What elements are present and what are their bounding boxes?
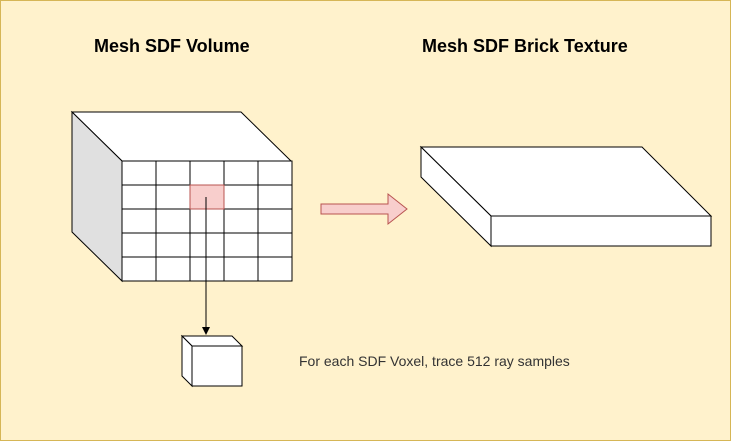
- voxel-cell: [223, 184, 259, 210]
- voxel-caption: For each SDF Voxel, trace 512 ray sample…: [299, 353, 570, 369]
- voxel-cell: [223, 208, 259, 234]
- voxel-cell: [189, 256, 225, 282]
- voxel-cell: [257, 208, 293, 234]
- sdf-volume-cube: [70, 110, 293, 283]
- voxel-cell: [155, 256, 191, 282]
- slab-front-face: [490, 215, 712, 247]
- voxel-cell: [189, 232, 225, 258]
- voxel-cell: [189, 208, 225, 234]
- highlighted-voxel-cell: [189, 184, 225, 210]
- voxel-cell: [223, 160, 259, 186]
- sdf-voxel-cube: [180, 334, 244, 388]
- voxel-cell: [121, 184, 157, 210]
- voxel-cell: [189, 160, 225, 186]
- voxel-cell: [121, 160, 157, 186]
- voxel-cell: [223, 256, 259, 282]
- brick-texture-title: Mesh SDF Brick Texture: [422, 36, 628, 56]
- voxel-cell: [257, 184, 293, 210]
- voxel-cell: [155, 160, 191, 186]
- transform-arrow: [320, 192, 408, 226]
- voxel-cell: [121, 256, 157, 282]
- voxel-cell: [121, 232, 157, 258]
- volume-grid: [121, 160, 293, 282]
- voxel-cell: [155, 184, 191, 210]
- voxel-cell: [155, 208, 191, 234]
- voxel-cell: [223, 232, 259, 258]
- voxel-cell: [257, 256, 293, 282]
- voxel-cell: [257, 232, 293, 258]
- voxel-pointer-head: [202, 327, 210, 335]
- voxel-cell: [257, 160, 293, 186]
- voxel-cube-front-face: [191, 345, 243, 387]
- volume-title: Mesh SDF Volume: [94, 36, 250, 56]
- voxel-pointer-arrow: [202, 197, 210, 335]
- brick-texture-slab: [419, 145, 713, 248]
- voxel-cell: [121, 208, 157, 234]
- voxel-cell: [155, 232, 191, 258]
